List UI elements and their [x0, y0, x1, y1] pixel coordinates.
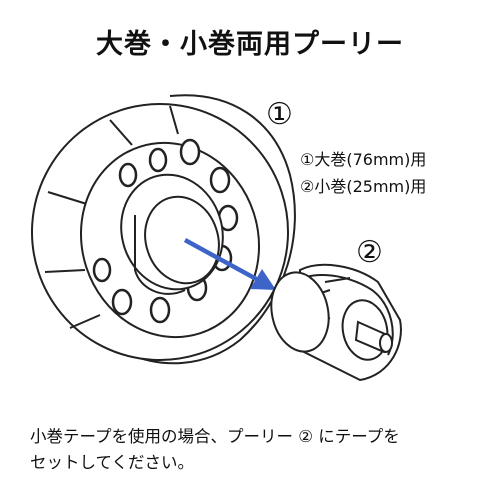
caption-line-2: セットしてください。: [30, 453, 195, 472]
legend-item-large: ①大巻(76mm)用: [300, 150, 427, 169]
marker-2: ②: [356, 235, 383, 270]
legend: ①大巻(76mm)用 ②小巻(25mm)用: [300, 146, 426, 200]
small-pulley: [270, 263, 402, 382]
marker-1: ①: [266, 97, 293, 132]
insert-arrow: [183, 238, 276, 290]
caption-line-1: 小巻テープを使用の場合、プーリー ② にテープを: [30, 427, 400, 446]
large-pulley: [31, 94, 296, 365]
legend-item-small: ②小巻(25mm)用: [300, 177, 427, 196]
caption: 小巻テープを使用の場合、プーリー ② にテープを セットしてください。: [30, 424, 490, 476]
diagram-title: 大巻・小巻両用プーリー: [96, 29, 404, 60]
